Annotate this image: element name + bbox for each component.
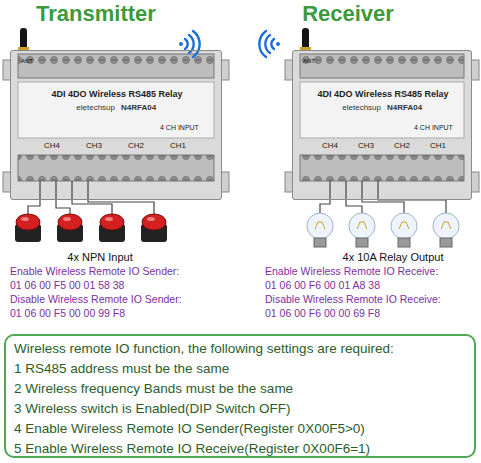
light-bulb: [433, 213, 459, 247]
command-note: Disable Wireless Remote IO Sender:: [10, 293, 182, 305]
terminal-strip: [300, 155, 464, 181]
input-caption: 4 CH INPUT: [414, 124, 453, 132]
bulb-filament: [441, 222, 451, 229]
wifi-symbol: [179, 31, 200, 57]
device-title: 4DI 4DO Wireless RS485 Relay: [15, 89, 219, 99]
channel-name: CH1: [170, 141, 186, 150]
settings-item: 1 RS485 address must be the same: [14, 361, 470, 377]
bulb-base: [314, 238, 326, 247]
wire: [378, 181, 446, 213]
bulb-filament: [357, 222, 367, 229]
device-title: 4DI 4DO Wireless RS485 Relay: [297, 89, 469, 99]
wifi-arc: [193, 31, 200, 57]
board-fill: [10, 50, 222, 200]
button-shine: [105, 217, 113, 221]
channel-name: CH2: [128, 141, 144, 150]
brand-name: eletechsup: [59, 103, 115, 112]
bulb-glass: [433, 213, 459, 239]
command-note: Disable Wireless Remote IO Receive:: [265, 293, 441, 305]
bulb-glass: [349, 213, 375, 239]
channel-name: CH2: [394, 141, 410, 150]
brand-name: eletechsup: [325, 103, 381, 112]
button-cap: [58, 214, 82, 230]
terminal-strip: [300, 54, 464, 78]
pin-name: ANT: [303, 58, 315, 65]
antenna-rod: [20, 28, 27, 50]
bulb-base: [356, 238, 368, 247]
bulb-filament: [315, 222, 325, 229]
bulb-base: [440, 238, 452, 247]
device-heading: Receiver: [293, 1, 403, 26]
wire: [346, 181, 362, 213]
bulb-glass: [391, 213, 417, 239]
wifi-dot: [276, 42, 280, 46]
bulb-filament: [399, 222, 409, 229]
wifi-dot: [179, 42, 183, 46]
push-button: [99, 214, 125, 242]
settings-item: 2 Wireless frequency Bands must be the s…: [14, 381, 470, 397]
device-heading: Transmitter: [11, 1, 181, 26]
channel-name: CH4: [322, 141, 338, 150]
wire: [56, 181, 70, 214]
light-bulb: [307, 213, 333, 247]
io-caption: 4x 10A Relay Output: [318, 251, 468, 264]
command-note: Enable Wireless Remote IO Receive:: [265, 265, 438, 277]
wifi-arc: [271, 39, 274, 49]
wire: [72, 181, 112, 214]
push-button: [57, 214, 83, 242]
settings-heading: Wireless remote IO function, the followi…: [14, 341, 470, 357]
channel-name: CH4: [44, 141, 60, 150]
settings-item: 3 Wireless switch is Enabled(DIP Switch …: [14, 401, 470, 417]
model-number: N4RFA04: [121, 103, 177, 112]
io-caption: 4x NPN Input: [40, 251, 160, 264]
wire: [88, 181, 154, 214]
command-note: Enable Wireless Remote IO Sender:: [10, 265, 179, 277]
command-code: 01 06 00 F6 00 01 A8 38: [265, 279, 380, 291]
wire: [28, 181, 40, 214]
terminal-strip: [18, 155, 214, 181]
wifi-arc: [265, 35, 270, 53]
command-code: 01 06 00 F5 00 00 99 F8: [10, 307, 125, 319]
board-body: [3, 50, 229, 200]
board-fill: [292, 50, 472, 200]
wire: [362, 181, 404, 213]
push-button: [141, 214, 167, 242]
bulb-base: [398, 238, 410, 247]
input-caption: 4 CH INPUT: [160, 124, 199, 132]
wifi-symbol: [259, 31, 280, 57]
wire: [320, 181, 330, 213]
input-wires: [28, 181, 154, 214]
light-bulb: [349, 213, 375, 247]
light-bulb: [391, 213, 417, 247]
command-code: 01 06 00 F6 00 00 69 F8: [265, 307, 380, 319]
button-shine: [63, 217, 71, 221]
pin-name: ANT: [21, 58, 33, 65]
wifi-arc: [185, 39, 188, 49]
board-body: [285, 50, 479, 200]
antenna-rod: [302, 28, 309, 50]
button-cap: [142, 214, 166, 230]
button-shine: [21, 217, 29, 221]
terminal-strip: [18, 54, 214, 78]
bulb-glass: [307, 213, 333, 239]
wifi-arc: [259, 31, 266, 57]
channel-name: CH3: [358, 141, 374, 150]
button-shine: [147, 217, 155, 221]
model-number: N4RFA04: [387, 103, 443, 112]
channel-name: CH1: [430, 141, 446, 150]
settings-box: Wireless remote IO function, the followi…: [4, 334, 476, 458]
button-cap: [100, 214, 124, 230]
button-cap: [16, 214, 40, 230]
push-button: [15, 214, 41, 242]
settings-item: 5 Enable Wireless Remote IO Receive(Regi…: [14, 441, 470, 457]
output-wires: [320, 181, 446, 213]
channel-name: CH3: [86, 141, 102, 150]
settings-item: 4 Enable Wireless Remote IO Sender(Regis…: [14, 421, 470, 437]
command-code: 01 06 00 F5 00 01 58 38: [10, 279, 124, 291]
